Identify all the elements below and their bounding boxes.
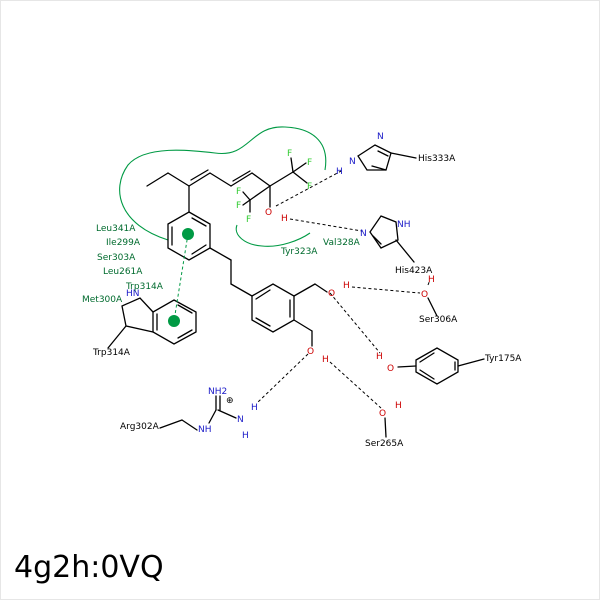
label-leu341: Leu341A	[96, 224, 136, 234]
label-val328: Val328A	[323, 238, 361, 248]
label-met300: Met300A	[82, 295, 123, 305]
ring-centroid-upper	[182, 228, 194, 240]
ser306-bond	[427, 297, 438, 317]
pdb-ligand-title: 4g2h:0VQ	[14, 550, 164, 585]
tyr175-residue	[397, 347, 485, 385]
svg-text:H: H	[343, 281, 350, 291]
svg-text:H: H	[251, 403, 258, 413]
svg-text:NH2: NH2	[208, 387, 227, 397]
svg-text:H: H	[395, 401, 402, 411]
label-his423: His423A	[395, 266, 433, 276]
svg-text:F: F	[307, 182, 312, 192]
svg-text:O: O	[265, 208, 272, 218]
his423-residue	[369, 215, 415, 263]
svg-text:⊕: ⊕	[226, 396, 234, 406]
svg-text:F: F	[236, 187, 241, 197]
svg-text:H: H	[281, 214, 288, 224]
svg-text:H: H	[376, 352, 383, 362]
svg-text:O: O	[387, 364, 394, 374]
ring-centroid-trp	[168, 315, 180, 327]
svg-text:F: F	[287, 149, 292, 159]
residue-labels: His333A His423A Val328A Tyr323A Ser306A …	[82, 154, 522, 449]
svg-text:NH: NH	[397, 220, 411, 230]
svg-text:H: H	[336, 167, 343, 177]
label-tyr175: Tyr175A	[484, 354, 522, 364]
svg-text:N: N	[377, 132, 384, 142]
hydrophobic-arc-tyr323	[235, 224, 311, 247]
label-leu261: Leu261A	[103, 267, 143, 277]
label-ser303: Ser303A	[97, 253, 136, 263]
trp314-residue	[107, 297, 197, 349]
svg-text:H: H	[322, 355, 329, 365]
svg-text:O: O	[328, 289, 335, 299]
pi-stacking-line	[173, 233, 189, 322]
svg-text:H: H	[428, 275, 435, 285]
ser265-bond	[384, 417, 387, 438]
svg-text:F: F	[307, 158, 312, 168]
svg-text:N: N	[349, 157, 356, 167]
svg-text:F: F	[246, 215, 251, 225]
svg-text:O: O	[379, 409, 386, 419]
hydrophobic-arc-main	[119, 126, 327, 241]
atom-labels: F F F F F F O H N H N N NH O H H O H O O…	[126, 132, 435, 441]
his333-residue	[357, 144, 417, 171]
label-ser306: Ser306A	[419, 315, 458, 325]
arg302-residue	[159, 395, 237, 431]
label-his333: His333A	[418, 154, 456, 164]
svg-text:O: O	[421, 290, 428, 300]
svg-text:O: O	[307, 347, 314, 357]
svg-text:HN: HN	[126, 289, 140, 299]
label-tyr323: Tyr323A	[280, 247, 318, 257]
label-trp314-hydro: Trp314A	[125, 282, 164, 292]
svg-text:NH: NH	[198, 425, 212, 435]
ligand-bonds	[146, 157, 328, 347]
hydrogen-bonds	[257, 169, 431, 409]
label-trp314: Trp314A	[92, 348, 131, 358]
svg-text:N: N	[360, 229, 367, 239]
label-arg302: Arg302A	[120, 422, 160, 432]
svg-text:N: N	[237, 415, 244, 425]
label-ile299: Ile299A	[106, 238, 141, 248]
label-ser265: Ser265A	[365, 439, 404, 449]
svg-text:H: H	[242, 431, 249, 441]
svg-text:F: F	[236, 201, 241, 211]
